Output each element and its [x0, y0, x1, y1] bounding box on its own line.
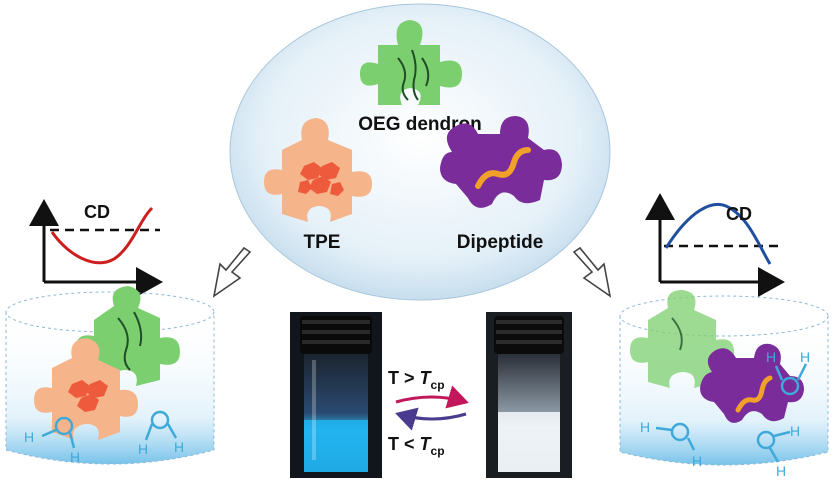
- left-beaker: H H H H: [5, 286, 215, 465]
- dipeptide-label: Dipeptide: [457, 232, 544, 253]
- svg-text:H: H: [766, 349, 776, 365]
- left-cd-plot: CD: [29, 199, 163, 297]
- left-cd-curve: [50, 206, 154, 265]
- left-water-molecule-2: H H: [138, 410, 184, 457]
- right-cd-curve: [664, 202, 772, 265]
- svg-text:H: H: [776, 463, 786, 479]
- right-cd-label: CD: [726, 204, 752, 224]
- svg-text:H: H: [70, 449, 80, 465]
- heating-condition-label: T > Tcp: [388, 368, 445, 392]
- right-hollow-arrow: [572, 246, 612, 298]
- right-cd-plot: CD: [645, 193, 785, 297]
- svg-text:H: H: [174, 439, 184, 455]
- left-tpe-core-icon: [68, 380, 108, 412]
- svg-text:H: H: [138, 441, 148, 457]
- cooling-arrow: [395, 407, 467, 431]
- right-water-molecule-2: H H: [640, 419, 702, 469]
- oeg-dendron-piece: [360, 20, 462, 105]
- tpe-label: TPE: [304, 232, 341, 253]
- svg-text:H: H: [800, 349, 810, 365]
- right-water-molecule-3: H H: [756, 423, 800, 479]
- left-hollow-arrow: [212, 246, 252, 298]
- components-oval: [229, 3, 611, 301]
- svg-text:H: H: [790, 423, 800, 439]
- dipeptide-piece: [440, 116, 562, 208]
- left-cd-label: CD: [84, 202, 110, 222]
- heating-arrow: [395, 385, 469, 409]
- right-beaker: H H H H H H: [619, 290, 829, 479]
- tpe-piece: [264, 118, 372, 222]
- tpe-core-icon: [298, 162, 344, 196]
- cooling-condition-label: T < Tcp: [388, 434, 445, 458]
- svg-text:H: H: [24, 429, 34, 445]
- right-vial-photo: [486, 312, 572, 478]
- svg-text:H: H: [692, 453, 702, 469]
- left-vial-photo: [290, 312, 382, 478]
- left-water-molecule-1: H H: [24, 416, 80, 465]
- svg-text:H: H: [640, 419, 650, 435]
- right-water-molecule-1: H H: [766, 349, 810, 396]
